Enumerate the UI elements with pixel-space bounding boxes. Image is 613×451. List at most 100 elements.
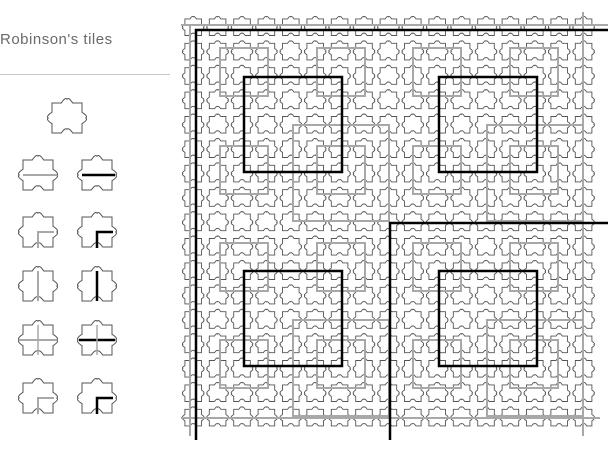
tiling-tile	[329, 309, 351, 328]
tiling-tile	[231, 358, 253, 377]
tiling-tile	[304, 334, 326, 353]
gray-square-small	[413, 243, 461, 291]
tiling-tile	[329, 382, 351, 401]
tiling-tile	[426, 187, 448, 206]
tiling-tile	[378, 260, 400, 279]
tiling-tile	[524, 236, 546, 255]
tiling-tile	[304, 187, 326, 206]
tiling-tile	[378, 285, 400, 304]
tiling-tile	[256, 90, 278, 109]
tiling-tile	[524, 138, 546, 157]
gray-square-small	[413, 48, 461, 96]
tiling-tile	[524, 382, 546, 401]
tiling-tile	[304, 138, 326, 157]
tiling-tile	[524, 65, 546, 84]
tiling-tile	[182, 236, 204, 255]
tiling-tile	[182, 41, 204, 60]
tiling-tile	[182, 65, 204, 84]
gray-square-small	[413, 340, 461, 388]
tiling-tile	[182, 260, 204, 279]
tiling-tile	[451, 212, 473, 231]
tiling-tile	[524, 114, 546, 133]
tiling-tile	[378, 65, 400, 84]
tiling-tile	[231, 187, 253, 206]
tiling-tile	[256, 407, 278, 426]
tiling-tile	[207, 90, 229, 109]
tiling-tile	[256, 114, 278, 133]
tiling-tile	[256, 138, 278, 157]
tiling-tile	[548, 309, 570, 328]
tiling-tile	[182, 358, 204, 377]
tiling-tile	[475, 65, 497, 84]
tiling-tile	[426, 212, 448, 231]
tiling-tile	[280, 334, 302, 353]
tiling-tile	[500, 309, 522, 328]
tiling-tile	[426, 138, 448, 157]
tiling-tile	[231, 114, 253, 133]
tiling-tile	[426, 90, 448, 109]
tiling-tile	[426, 407, 448, 426]
tiling-tile	[426, 358, 448, 377]
tiling-tile	[304, 114, 326, 133]
tiling-tile	[426, 382, 448, 401]
tiling-tile	[207, 163, 229, 182]
tiling-tile	[182, 187, 204, 206]
tiling-tile	[207, 285, 229, 304]
tiling-tile	[207, 41, 229, 60]
tiling-tile	[329, 187, 351, 206]
black-squares	[196, 30, 608, 440]
tiling-tile	[548, 358, 570, 377]
tiling-tile	[231, 334, 253, 353]
tiling-tile	[207, 187, 229, 206]
tiling-tile	[182, 114, 204, 133]
tiling-tile	[548, 90, 570, 109]
tiling-tile	[329, 65, 351, 84]
tiling-tile	[304, 285, 326, 304]
tiling-tile	[304, 309, 326, 328]
tiling-tile	[548, 236, 570, 255]
tiling-tile	[231, 407, 253, 426]
tiling-tile	[207, 138, 229, 157]
tiling-tile	[500, 114, 522, 133]
tiling-tile	[256, 65, 278, 84]
tiling-tile	[524, 309, 546, 328]
tiling-tile	[378, 41, 400, 60]
tiling-tile	[329, 285, 351, 304]
tiling-tile	[475, 90, 497, 109]
tiling-tile	[280, 90, 302, 109]
tiling-tile	[426, 41, 448, 60]
tiling-tile	[182, 90, 204, 109]
tiling-tile	[548, 65, 570, 84]
tiling-tile	[207, 407, 229, 426]
tiling-tile	[182, 163, 204, 182]
tiling-tile	[524, 41, 546, 60]
tiling-tile	[329, 41, 351, 60]
tiling-tile	[231, 41, 253, 60]
tiling-tile	[329, 236, 351, 255]
tiling-tile	[548, 260, 570, 279]
tiling-tile	[548, 187, 570, 206]
tiling-tile	[207, 212, 229, 231]
tiling-tile	[231, 285, 253, 304]
tiling-tile	[280, 65, 302, 84]
tiling-tile	[182, 285, 204, 304]
tiling-tile	[304, 65, 326, 84]
tiling-tile	[426, 334, 448, 353]
tiling-tile	[378, 236, 400, 255]
tiling-tile	[524, 90, 546, 109]
tiling-tile	[451, 114, 473, 133]
tiling-tile	[280, 41, 302, 60]
tiling-tile	[182, 309, 204, 328]
tiling-tile	[256, 236, 278, 255]
tiling-tile	[231, 138, 253, 157]
tiling-tile	[231, 65, 253, 84]
tiling-tile	[304, 236, 326, 255]
tiling-tile	[475, 285, 497, 304]
tiling-tile	[548, 334, 570, 353]
tiling-tile	[231, 236, 253, 255]
tiling-tile	[402, 114, 424, 133]
tiling-tile	[524, 187, 546, 206]
tiling-tile	[548, 114, 570, 133]
tiling-tile	[524, 334, 546, 353]
